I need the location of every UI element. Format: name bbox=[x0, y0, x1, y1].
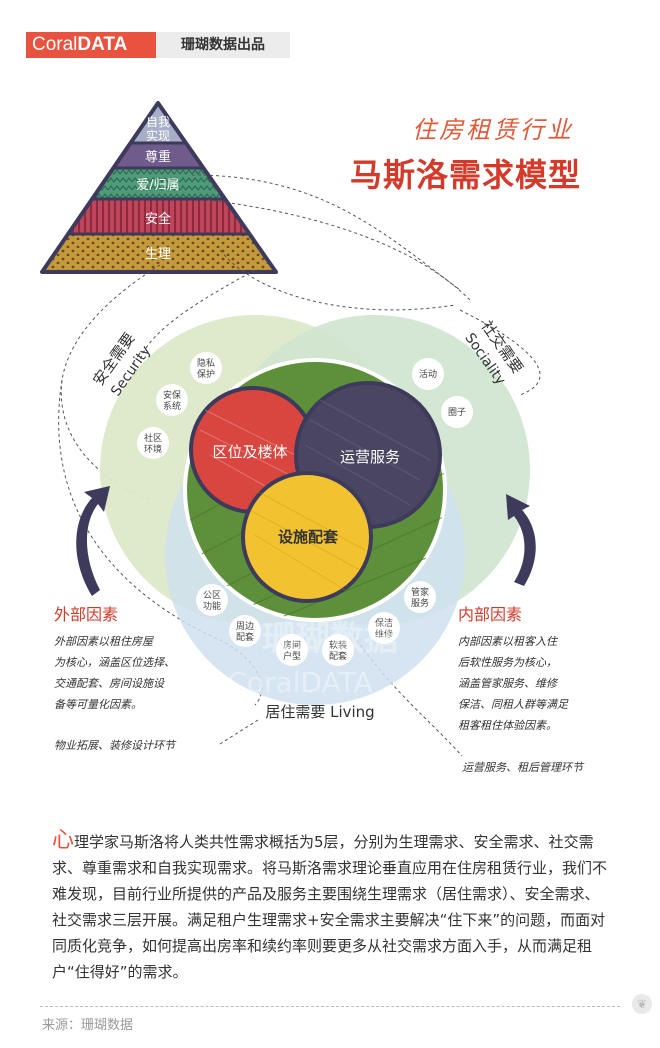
pyramid-level-self-1: 自我 bbox=[146, 115, 170, 129]
tag-security-2: 系统 bbox=[163, 400, 181, 412]
title-line1: 住房租赁行业 bbox=[412, 116, 574, 144]
pyramid-level-physio: 生理 bbox=[145, 247, 171, 262]
tag-public-1: 公区 bbox=[203, 590, 221, 601]
tag-butler-1: 管家 bbox=[411, 586, 429, 598]
pyramid-level-self-2: 实现 bbox=[146, 128, 170, 143]
internal-title: 内部因素 bbox=[458, 605, 522, 624]
title-line2: 马斯洛需求模型 bbox=[350, 156, 582, 194]
core-facility: 设施配套 bbox=[278, 528, 339, 546]
arrow-right-icon bbox=[506, 494, 536, 586]
tag-soft-2: 配套 bbox=[329, 650, 347, 662]
tag-public-2: 功能 bbox=[203, 600, 221, 612]
tag-soft-1: 软装 bbox=[329, 639, 347, 651]
internal-line-2: 后软性服务为核心， bbox=[458, 656, 557, 669]
curved-arrows bbox=[76, 486, 536, 596]
tag-activity: 活动 bbox=[419, 368, 437, 380]
maslow-pyramid: 自我 实现 尊重 爱/归属 安全 生理 bbox=[40, 101, 278, 274]
internal-note: 运营服务、租后管理环节 bbox=[462, 761, 585, 774]
tag-layout-2: 户型 bbox=[283, 650, 301, 662]
drop-cap: 心 bbox=[52, 828, 75, 853]
label-living: 居住需要 Living bbox=[265, 703, 374, 721]
need-tags: 隐私 保护 安保 系统 社区 环境 活动 圈子 管家 服务 保洁 维修 公区 功… bbox=[137, 352, 473, 666]
external-line-3: 交通配套、房间设施设 bbox=[54, 677, 165, 690]
core-operation: 运营服务 bbox=[340, 448, 400, 466]
footer-divider bbox=[40, 1006, 620, 1007]
tag-nearby-2: 配套 bbox=[236, 631, 254, 643]
tag-community-1: 社区 bbox=[144, 432, 162, 444]
pyramid-level-love: 爱/归属 bbox=[136, 178, 179, 193]
tag-community-2: 环境 bbox=[144, 443, 162, 455]
pyramid-level-esteem: 尊重 bbox=[145, 149, 171, 165]
pyramid-level-safety: 安全 bbox=[145, 211, 171, 227]
internal-line-3: 涵盖管家服务、维修 bbox=[458, 677, 559, 690]
tag-nearby-1: 周边 bbox=[236, 621, 254, 632]
tag-butler-2: 服务 bbox=[411, 597, 429, 609]
internal-line-4: 保洁、同租人群等满足 bbox=[458, 698, 569, 711]
brand-subtitle: 珊瑚数据出品 bbox=[156, 32, 290, 58]
watermark-cn: 珊瑚数据 bbox=[262, 619, 398, 659]
core-circles: 区位及楼体 运营服务 设施配套 bbox=[189, 381, 442, 603]
tag-privacy-2: 保护 bbox=[197, 368, 215, 380]
external-note: 物业拓展、装修设计环节 bbox=[54, 739, 177, 752]
watermark-en: CoralDATA bbox=[227, 666, 372, 699]
paragraph-body: 理学家马斯洛将人类共性需求概括为5层，分别为生理需求、安全需求、社交需求、尊重需… bbox=[52, 833, 608, 981]
external-line-2: 为核心，涵盖区位选择、 bbox=[54, 656, 175, 669]
brand-logo: CoralDATA bbox=[26, 32, 156, 58]
tag-cleaning-2: 维修 bbox=[375, 628, 393, 640]
maslow-diagram: 自我 实现 尊重 爱/归属 安全 生理 区位及楼体 运营服务 bbox=[40, 101, 585, 774]
description-paragraph: 心理学家马斯洛将人类共性需求概括为5层，分别为生理需求、安全需求、社交需求、尊重… bbox=[52, 828, 612, 985]
source-text: 来源：珊瑚数据 bbox=[42, 1018, 134, 1033]
tag-privacy-1: 隐私 bbox=[197, 357, 215, 369]
tag-circle: 圈子 bbox=[448, 407, 466, 418]
tag-security-1: 安保 bbox=[163, 389, 181, 401]
internal-line-1: 内部因素以租客入住 bbox=[458, 635, 559, 648]
arrow-left-icon bbox=[76, 486, 110, 596]
tag-cleaning-1: 保洁 bbox=[375, 617, 393, 629]
external-line-1: 外部因素以租住房屋 bbox=[54, 635, 154, 648]
tag-layout-1: 房间 bbox=[283, 639, 301, 651]
external-title: 外部因素 bbox=[54, 605, 118, 624]
leaf-icon: ❦ bbox=[632, 994, 652, 1014]
external-line-4: 备等可量化因素。 bbox=[54, 698, 142, 711]
internal-line-5: 租客租住体验因素。 bbox=[458, 719, 557, 732]
core-location: 区位及楼体 bbox=[212, 443, 287, 461]
